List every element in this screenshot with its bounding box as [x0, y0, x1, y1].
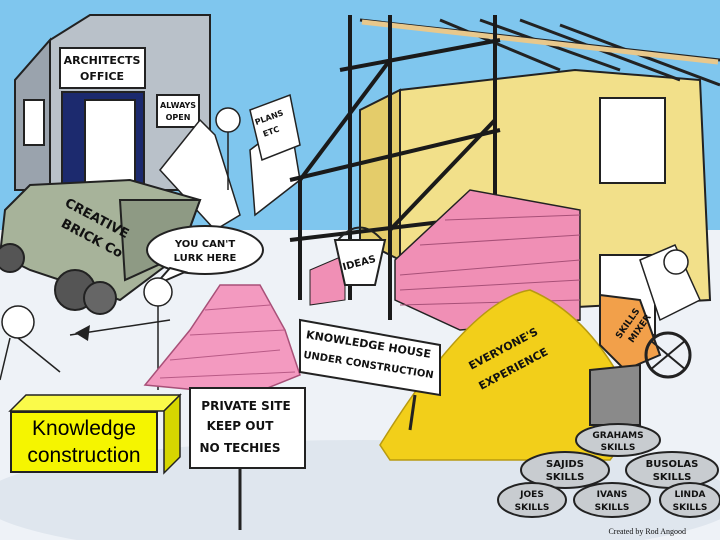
architects-sign-line2: OFFICE: [80, 70, 124, 83]
label-box-3d: [8, 393, 182, 475]
angel-architect: PLANS ETC: [159, 93, 301, 231]
stone-ivan-line2: SKILLS: [595, 503, 630, 513]
speech-bubble: YOU CAN'T LURK HERE: [146, 225, 264, 286]
bubble-text-line1: YOU CAN'T: [174, 239, 235, 250]
stone-graham-line2: SKILLS: [601, 443, 636, 453]
stone-joe-line2: SKILLS: [515, 503, 550, 513]
stone-busola-line1: BUSOLAS: [646, 459, 699, 470]
stone-linda-line1: LINDA: [674, 490, 705, 500]
bubble-text-line2: LURK HERE: [174, 253, 237, 264]
private-site-sign: PRIVATE SITE KEEP OUT NO TECHIES: [189, 387, 306, 530]
private-sign-line3: NO TECHIES: [200, 441, 281, 455]
stone-graham-line1: GRAHAMS: [592, 431, 643, 441]
stone-joe-line1: JOES: [519, 490, 544, 500]
private-sign-line1: PRIVATE SITE: [201, 399, 290, 413]
caption-line2: construction: [27, 444, 141, 467]
sand-pile: EVERYONE'S EXPERIENCE: [379, 289, 641, 461]
stone-sajid-line2: SKILLS: [546, 472, 585, 483]
skills-mixer-angel: SKILLS MIXER: [589, 244, 701, 426]
architects-sign-line1: ARCHITECTS: [64, 54, 141, 67]
credit-text: Created by Rod Angood: [608, 527, 686, 536]
ideas-bucket: IDEAS: [333, 226, 387, 286]
caption-line1: Knowledge: [32, 417, 136, 440]
always-sign-line1: ALWAYS: [160, 101, 196, 110]
stick-figures: [0, 277, 173, 390]
private-sign-line2: KEEP OUT: [207, 419, 275, 433]
stone-linda-line2: SKILLS: [673, 503, 708, 513]
caption-box: Knowledge construction: [10, 395, 180, 475]
stone-ivan-line1: IVANS: [597, 490, 628, 500]
stone-sajid-line1: SAJIDS: [546, 459, 584, 470]
stone-busola-line2: SKILLS: [653, 472, 692, 483]
always-sign-line2: OPEN: [166, 113, 191, 122]
caption-box-front: Knowledge construction: [10, 411, 158, 473]
skill-stones: GRAHAMS SKILLS SAJIDS SKILLS BUSOLAS SKI…: [497, 423, 720, 518]
